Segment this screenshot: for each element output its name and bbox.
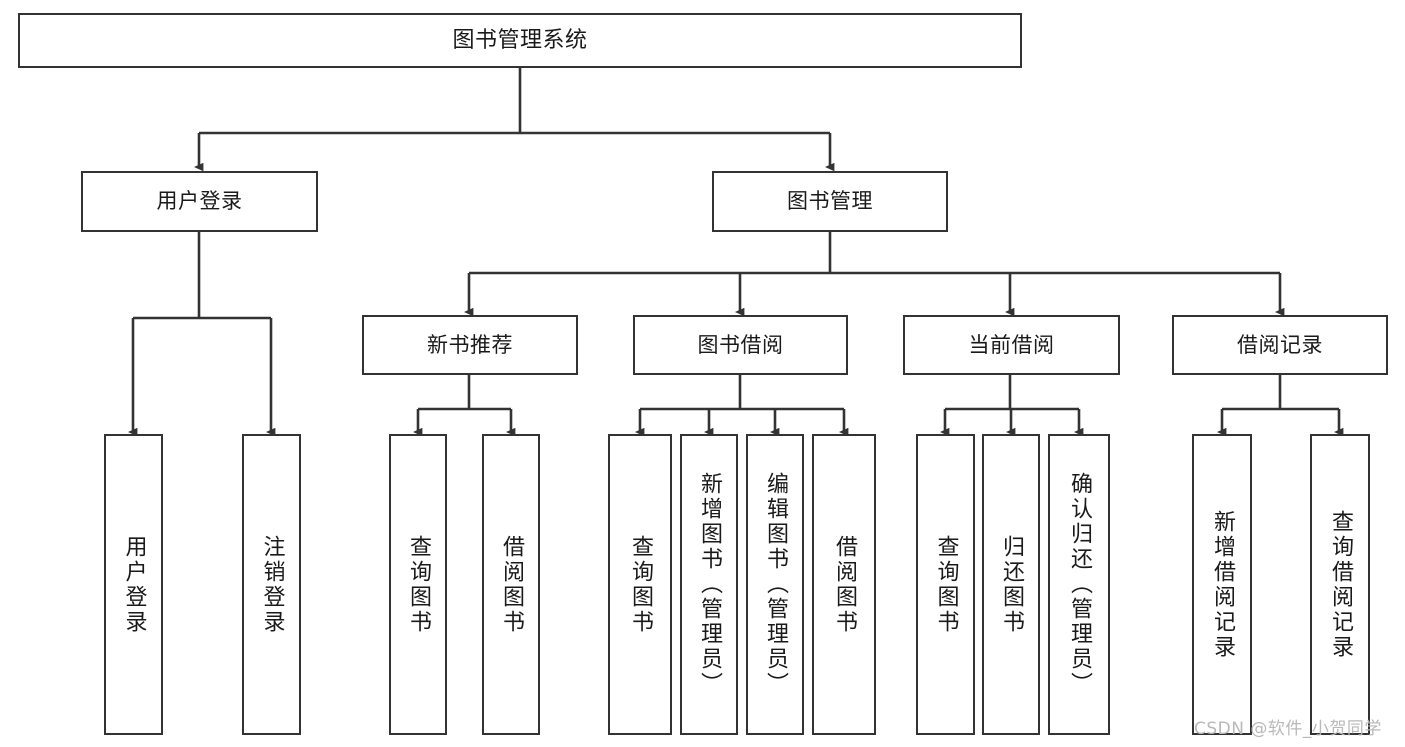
node-leaf-return-book[interactable]: 归还图书	[982, 434, 1040, 735]
node-leaf-logout-login-label: 注销登录	[259, 534, 285, 635]
node-root-label: 图书管理系统	[452, 27, 588, 53]
node-book-manage-label: 图书管理	[787, 189, 873, 214]
node-leaf-query-record[interactable]: 查询借阅记录	[1310, 434, 1370, 735]
node-leaf-edit-book[interactable]: 编辑图书（管理员）	[746, 434, 804, 735]
node-new-book-recommend-label: 新书推荐	[427, 332, 513, 357]
node-borrow-record[interactable]: 借阅记录	[1172, 315, 1388, 375]
node-leaf-query-book-1-label: 查询图书	[406, 534, 431, 635]
node-root[interactable]: 图书管理系统	[18, 13, 1022, 68]
node-leaf-edit-book-label: 编辑图书（管理员）	[763, 472, 788, 697]
node-leaf-confirm-return-label: 确认归还（管理员）	[1067, 472, 1092, 697]
node-leaf-return-book-label: 归还图书	[999, 534, 1024, 635]
node-leaf-add-record[interactable]: 新增借阅记录	[1192, 434, 1252, 735]
node-leaf-add-book[interactable]: 新增图书（管理员）	[680, 434, 738, 735]
node-leaf-query-record-label: 查询借阅记录	[1328, 509, 1353, 660]
node-leaf-add-book-label: 新增图书（管理员）	[697, 472, 722, 697]
node-leaf-query-book-3[interactable]: 查询图书	[916, 434, 975, 735]
node-leaf-user-login[interactable]: 用户登录	[104, 434, 163, 735]
node-user-login[interactable]: 用户登录	[81, 171, 318, 232]
node-leaf-borrow-book-2-label: 借阅图书	[832, 534, 857, 635]
node-leaf-borrow-book-1[interactable]: 借阅图书	[482, 434, 540, 735]
node-leaf-confirm-return[interactable]: 确认归还（管理员）	[1048, 434, 1110, 735]
node-new-book-recommend[interactable]: 新书推荐	[362, 315, 578, 375]
node-book-borrow-label: 图书借阅	[697, 332, 784, 357]
node-current-borrow-label: 当前借阅	[968, 332, 1055, 357]
node-leaf-borrow-book-2[interactable]: 借阅图书	[812, 434, 876, 735]
node-book-borrow[interactable]: 图书借阅	[633, 315, 848, 375]
node-current-borrow[interactable]: 当前借阅	[903, 315, 1120, 375]
node-leaf-query-book-2-label: 查询图书	[628, 534, 653, 635]
node-book-manage[interactable]: 图书管理	[712, 171, 948, 232]
node-leaf-query-book-3-label: 查询图书	[933, 534, 959, 635]
node-leaf-query-book-1[interactable]: 查询图书	[389, 434, 447, 735]
node-leaf-user-login-label: 用户登录	[121, 534, 147, 635]
node-leaf-borrow-book-1-label: 借阅图书	[499, 534, 524, 635]
node-user-login-label: 用户登录	[156, 189, 243, 214]
node-leaf-query-book-2[interactable]: 查询图书	[608, 434, 672, 735]
node-leaf-add-record-label: 新增借阅记录	[1210, 509, 1235, 660]
csdn-watermark: CSDN @软件_小贺同学	[1194, 719, 1382, 739]
node-leaf-logout-login[interactable]: 注销登录	[242, 434, 301, 735]
node-borrow-record-label: 借阅记录	[1237, 332, 1323, 357]
